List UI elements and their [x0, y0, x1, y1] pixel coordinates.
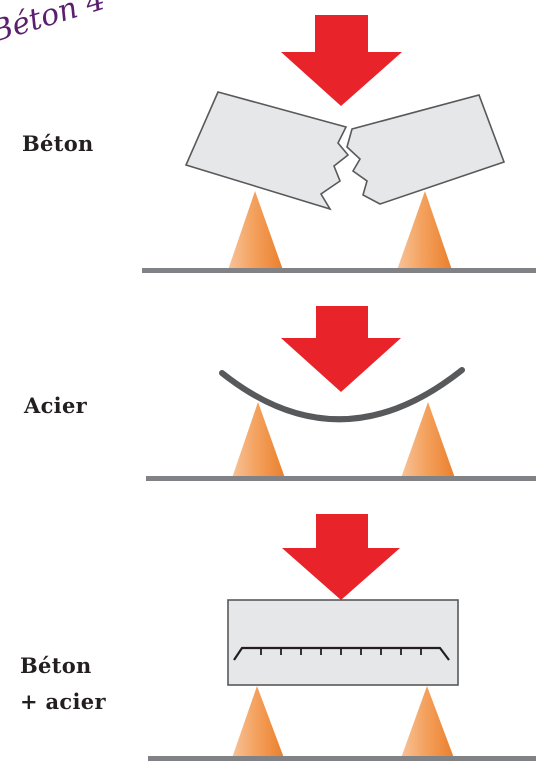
concrete-block-left-fragment — [184, 91, 350, 211]
rebar-stirrup-ticks — [260, 648, 422, 655]
diagram-beton — [142, 15, 536, 273]
support-cone-left — [232, 686, 284, 758]
diagram-beton-acier — [148, 514, 536, 761]
load-arrow — [282, 514, 400, 600]
concrete-block-right-fragment — [346, 94, 506, 205]
load-arrow — [281, 15, 402, 106]
support-cone-right — [397, 191, 452, 270]
diagram-acier — [146, 306, 536, 481]
reinforced-concrete-block — [227, 599, 459, 686]
support-cone-left — [232, 402, 285, 478]
ground-line — [148, 756, 536, 761]
support-cone-right — [401, 402, 455, 478]
load-arrow — [281, 306, 401, 392]
support-cone-right — [401, 686, 454, 758]
ground-line — [142, 268, 536, 273]
ground-line — [146, 476, 536, 481]
support-cone-left — [228, 191, 283, 270]
label-beton-acier-line1: Béton — [20, 653, 92, 678]
label-beton-acier-line2: + acier — [20, 689, 106, 714]
label-acier: Acier — [24, 393, 87, 418]
steel-beam — [219, 367, 465, 423]
label-beton: Béton — [22, 131, 94, 156]
